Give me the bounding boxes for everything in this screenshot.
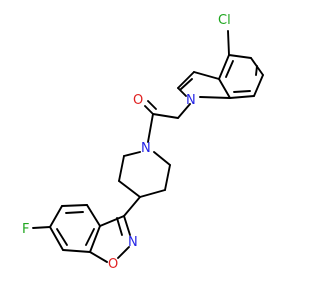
bond [228,54,252,59]
bond [65,211,84,214]
atom-labels: Cl N O N N O F [22,13,231,272]
chemical-structure: Cl N O N N O F [22,13,264,272]
bond [164,164,171,191]
bond [253,74,264,97]
bond [177,87,187,97]
bond [147,100,157,110]
atom-label-nitrogen-isoxazole: N [128,235,138,250]
bonds [32,30,264,263]
bond [153,151,171,166]
bond [218,54,230,80]
atom-label-fluorine: F [22,222,29,237]
bond [56,228,68,246]
bond [49,226,64,251]
bond [218,78,231,99]
structure-canvas: Cl N O N N O F [22,13,264,272]
bond [123,215,131,236]
bond [116,217,123,236]
bond [152,113,179,119]
bond [177,103,191,119]
bond [147,113,154,143]
bond [193,71,220,80]
bond [229,95,255,99]
bond [139,189,166,198]
bond [49,205,63,228]
atom-label-nitrogen-piperidine: N [141,141,151,156]
bond [177,71,195,89]
bond [89,251,108,263]
bond [180,78,193,90]
bond [144,105,154,115]
bond [118,180,141,198]
bond [118,155,125,182]
atom-label-oxygen-carbonyl: O [133,93,143,108]
atom-label-chlorine: Cl [218,13,231,28]
bond [117,246,130,259]
bond [86,204,101,227]
bond [199,96,231,99]
bond [85,228,95,246]
bond [32,226,51,229]
bond [89,225,101,253]
atom-label-nitrogen-indole: N [186,93,196,108]
bond [227,30,230,56]
bond [233,90,251,93]
bond [62,249,91,253]
bond [225,60,234,78]
bond [123,196,141,217]
bond [255,65,258,76]
bond [99,215,125,227]
bond [123,151,141,157]
bond [61,204,88,207]
atom-label-oxygen-isoxazole: O [108,257,118,272]
